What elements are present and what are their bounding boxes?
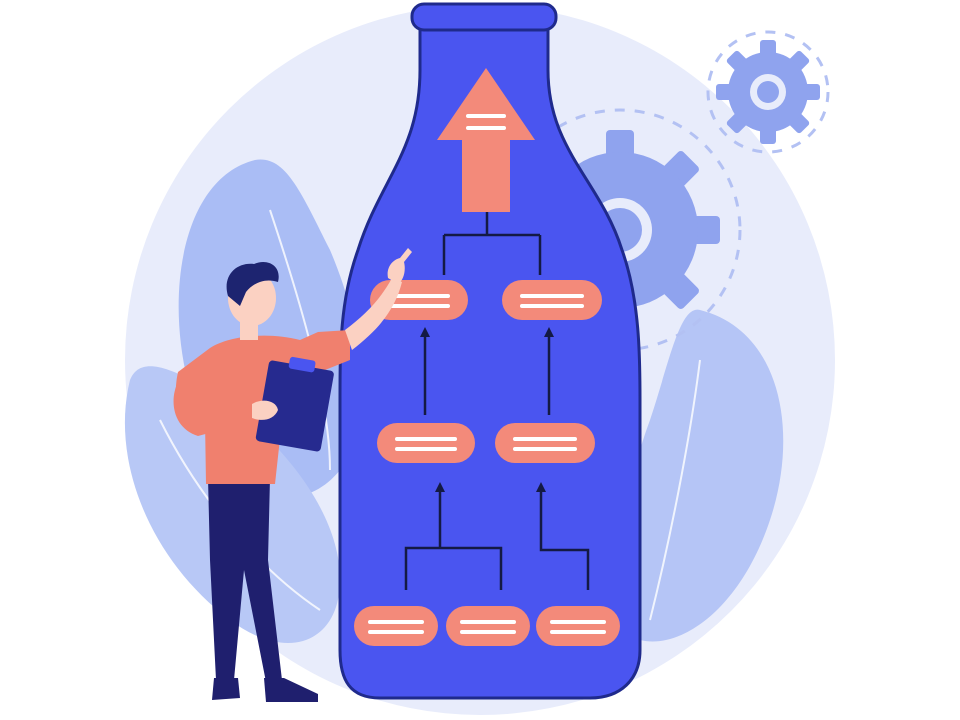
person-arm [173,378,258,436]
up-arrow-icon [437,68,535,212]
person-shoe [264,678,318,702]
bottle-lip [410,2,558,32]
hierarchy-connectors [404,210,590,590]
hierarchy-node [495,423,595,463]
hierarchy-nodes [354,280,620,646]
hierarchy-node [446,606,530,646]
connector-arrowheads [420,327,554,492]
leaf-right [621,309,784,642]
person-arm-raised [345,278,402,350]
person-hand [387,248,412,284]
hierarchy-node [377,423,475,463]
person-hair [226,262,279,306]
hierarchy-node [536,606,620,646]
person [173,248,412,702]
hierarchy-node [354,606,438,646]
clipboard-icon [255,356,334,452]
person-shoe [212,678,240,700]
bottle [338,2,642,700]
hierarchy-node [502,280,602,320]
person-hand [252,400,278,420]
gear-icon [716,40,820,144]
person-pants [208,478,282,682]
